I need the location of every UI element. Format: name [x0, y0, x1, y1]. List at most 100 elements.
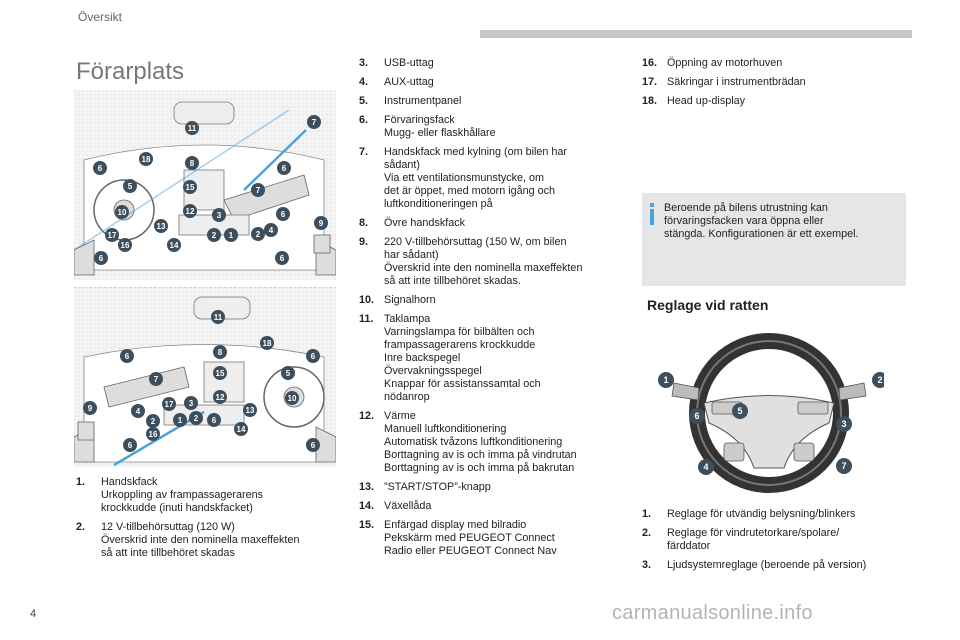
- callout-marker: 2: [872, 372, 888, 388]
- info-icon: [650, 203, 654, 225]
- svg-text:17: 17: [165, 400, 174, 409]
- svg-text:9: 9: [319, 219, 324, 228]
- svg-text:4: 4: [703, 462, 708, 472]
- svg-text:1: 1: [663, 375, 668, 385]
- callout-marker: 18: [139, 152, 153, 166]
- list-item: 18.Head up-display: [642, 95, 746, 107]
- svg-text:6: 6: [282, 164, 287, 173]
- svg-text:6: 6: [99, 254, 104, 263]
- svg-text:12: 12: [216, 393, 225, 402]
- svg-text:2: 2: [877, 375, 882, 385]
- svg-text:7: 7: [154, 375, 159, 384]
- callout-marker: 4: [264, 223, 278, 237]
- callout-marker: 6: [306, 349, 320, 363]
- callout-marker: 17: [105, 228, 119, 242]
- svg-text:11: 11: [188, 124, 197, 133]
- list-item: 16.Öppning av motorhuven: [642, 57, 783, 69]
- list-item: 1.Reglage för utvändig belysning/blinker…: [642, 508, 856, 520]
- callout-marker: 8: [185, 156, 199, 170]
- list-item: 10.Signalhorn: [359, 294, 436, 306]
- callout-marker: 4: [698, 459, 714, 475]
- svg-text:6: 6: [125, 352, 130, 361]
- svg-text:4: 4: [269, 226, 274, 235]
- svg-text:6: 6: [128, 441, 133, 450]
- callout-marker: 16: [146, 427, 160, 441]
- callout-marker: 15: [213, 366, 227, 380]
- callout-marker: 11: [185, 121, 199, 135]
- callout-marker: 6: [276, 207, 290, 221]
- dashboard-diagram-lhd: 11 7 18 8 6 6 5 15 7 10 12 6 9 13 3 17 1…: [74, 90, 336, 280]
- callout-marker: 2: [146, 414, 160, 428]
- legend-list-middle: 3.USB-uttag 4.AUX-uttag 5.Instrumentpane…: [359, 57, 621, 564]
- callout-marker: 11: [211, 310, 225, 324]
- list-item: 9.220 V-tillbehörsuttag (150 W, om bilen…: [359, 236, 583, 287]
- callout-marker: 12: [183, 204, 197, 218]
- svg-text:2: 2: [194, 414, 199, 423]
- page-title: Förarplats: [76, 58, 185, 85]
- callout-marker: 7: [149, 372, 163, 386]
- svg-text:16: 16: [121, 241, 130, 250]
- svg-text:3: 3: [841, 419, 846, 429]
- callout-marker: 8: [213, 345, 227, 359]
- svg-text:5: 5: [737, 406, 742, 416]
- callout-marker: 17: [162, 397, 176, 411]
- callout-marker: 5: [732, 403, 748, 419]
- callout-marker: 6: [94, 251, 108, 265]
- svg-text:14: 14: [170, 241, 179, 250]
- callout-marker: 6: [306, 438, 320, 452]
- svg-text:6: 6: [311, 441, 316, 450]
- svg-text:17: 17: [108, 231, 117, 240]
- svg-text:16: 16: [149, 430, 158, 439]
- callout-marker: 3: [836, 416, 852, 432]
- svg-text:5: 5: [286, 369, 291, 378]
- list-item: 13.”START/STOP”-knapp: [359, 481, 491, 493]
- info-text: Beroende på bilens utrustning kan förvar…: [664, 202, 859, 240]
- item-number: 2.: [76, 521, 86, 533]
- svg-text:2: 2: [256, 230, 261, 239]
- callout-marker: 15: [183, 180, 197, 194]
- callout-marker: 13: [154, 219, 168, 233]
- callout-marker: 1: [658, 372, 674, 388]
- list-item: 3.Ljudsystemreglage (beroende på version…: [642, 559, 867, 571]
- svg-text:13: 13: [246, 406, 255, 415]
- svg-text:6: 6: [311, 352, 316, 361]
- callout-marker: 10: [285, 391, 299, 405]
- callout-marker: 6: [689, 408, 705, 424]
- callout-marker: 18: [260, 336, 274, 350]
- item-number: 1.: [76, 476, 86, 488]
- dashboard-diagram-rhd: 11 18 8 6 6 15 7 5 10 12 3 17 4 2 13 9 1…: [74, 287, 336, 467]
- list-item: 4.AUX-uttag: [359, 76, 434, 88]
- list-item: 17.Säkringar i instrumentbrädan: [642, 76, 806, 88]
- callout-marker: 16: [118, 238, 132, 252]
- svg-text:1: 1: [229, 231, 234, 240]
- svg-text:2: 2: [212, 231, 217, 240]
- svg-text:7: 7: [312, 118, 317, 127]
- svg-text:5: 5: [128, 182, 133, 191]
- svg-text:14: 14: [237, 425, 246, 434]
- legend-list-right: 16.Öppning av motorhuven 17.Säkringar i …: [642, 57, 912, 114]
- callout-marker: 7: [251, 183, 265, 197]
- callout-marker: 2: [207, 228, 221, 242]
- svg-text:7: 7: [841, 461, 846, 471]
- svg-text:9: 9: [88, 404, 93, 413]
- svg-text:8: 8: [218, 348, 223, 357]
- steering-wheel-diagram: 1 2 6 5 3 4 7: [654, 328, 888, 503]
- callout-marker: 7: [836, 458, 852, 474]
- svg-text:3: 3: [189, 399, 194, 408]
- callout-marker: 2: [189, 411, 203, 425]
- info-box: Beroende på bilens utrustning kan förvar…: [642, 193, 906, 286]
- svg-text:10: 10: [118, 208, 127, 217]
- svg-text:15: 15: [216, 369, 225, 378]
- callout-marker: 10: [115, 205, 129, 219]
- svg-text:2: 2: [151, 417, 156, 426]
- svg-text:3: 3: [217, 211, 222, 220]
- callout-marker: 5: [123, 179, 137, 193]
- svg-text:6: 6: [694, 411, 699, 421]
- svg-text:4: 4: [136, 407, 141, 416]
